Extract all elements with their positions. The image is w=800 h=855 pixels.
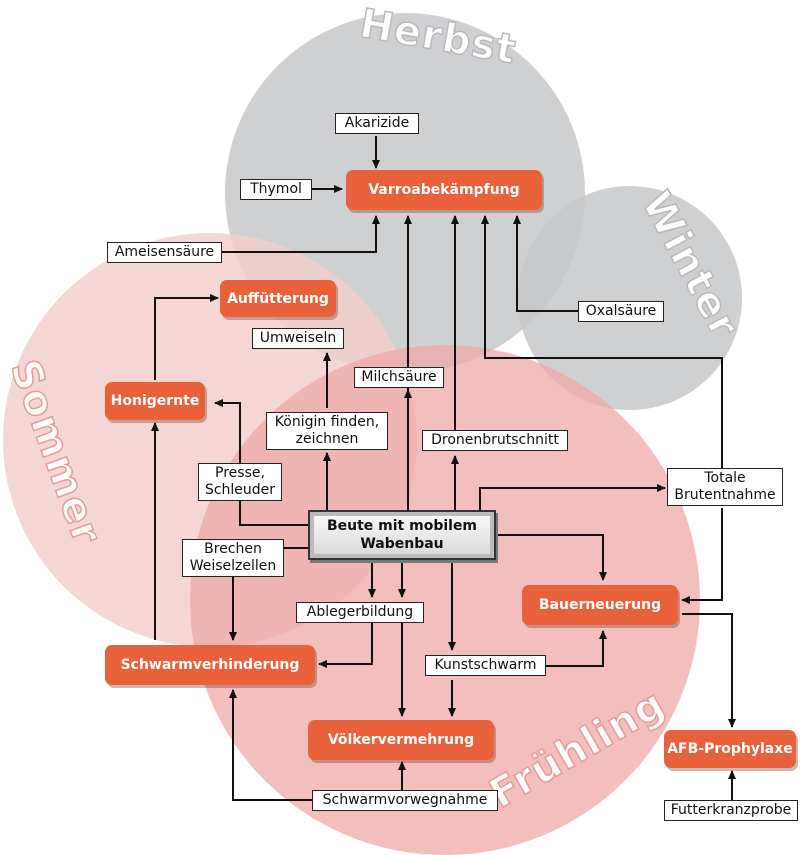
presse-schleuder-box: Presse, Schleuder	[198, 463, 282, 501]
honigernte-box: Honigernte	[105, 382, 205, 420]
arrow-ableger-schwarm	[318, 622, 373, 668]
winter-circle	[518, 186, 742, 410]
arrow-center-totale	[479, 484, 666, 510]
arrow-bauer-afb	[682, 613, 736, 728]
umweiseln-box: Umweiseln	[252, 328, 344, 349]
arrow-totale-bauer	[681, 508, 723, 604]
auffuetterung-box: Auffütterung	[220, 280, 336, 317]
oxalsaeure-box: Oxalsäure	[578, 301, 664, 322]
ablegerbildung-box: Ablegerbildung	[296, 602, 424, 623]
totale-brutentnahme-box: Totale Brutentnahme	[667, 468, 783, 506]
schwarmvorwegnahme-box: Schwarmvorwegnahme	[312, 790, 498, 811]
arrow-honig-auffuetterung	[154, 294, 219, 380]
futterkranzprobe-box: Futterkranzprobe	[664, 800, 798, 821]
arrow-oxalsaeure	[513, 215, 578, 312]
afb-prophylaxe-box: AFB-Prophylaxe	[664, 730, 796, 768]
brechen-weiselzellen-box: Brechen Weiselzellen	[182, 539, 284, 577]
arrow-center-bauer	[496, 534, 607, 581]
arrow-totale-varroa	[481, 215, 723, 470]
schwarmverhinderung-box: Schwarmverhinderung	[105, 645, 315, 685]
arrow-kunstschwarm-bauer	[546, 630, 607, 667]
bauerneuerung-box: Bauerneuerung	[522, 585, 678, 625]
connector-lines	[151, 136, 736, 801]
ameisensaeure-box: Ameisensäure	[107, 242, 222, 263]
varroabekaempfung-box: Varroabekämpfung	[346, 170, 542, 210]
arrow-ameisensaeure	[222, 215, 380, 253]
thymol-box: Thymol	[240, 179, 312, 200]
akarizide-box: Akarizide	[335, 113, 419, 134]
milchsaeure-box: Milchsäure	[354, 367, 444, 388]
dronenbrutschnitt-box: Dronenbrutschnitt	[422, 430, 568, 451]
arrow-schwarmvor-schwarm	[229, 689, 312, 801]
koenigin-finden-zeichnen-box: Königin finden, zeichnen	[266, 412, 388, 450]
voelkervermehrung-box: Völkervermehrung	[308, 720, 494, 760]
beute-mit-mobilem-wabenbau-box: Beute mit mobilem Wabenbau	[308, 510, 496, 560]
kunstschwarm-box: Kunstschwarm	[425, 655, 546, 676]
